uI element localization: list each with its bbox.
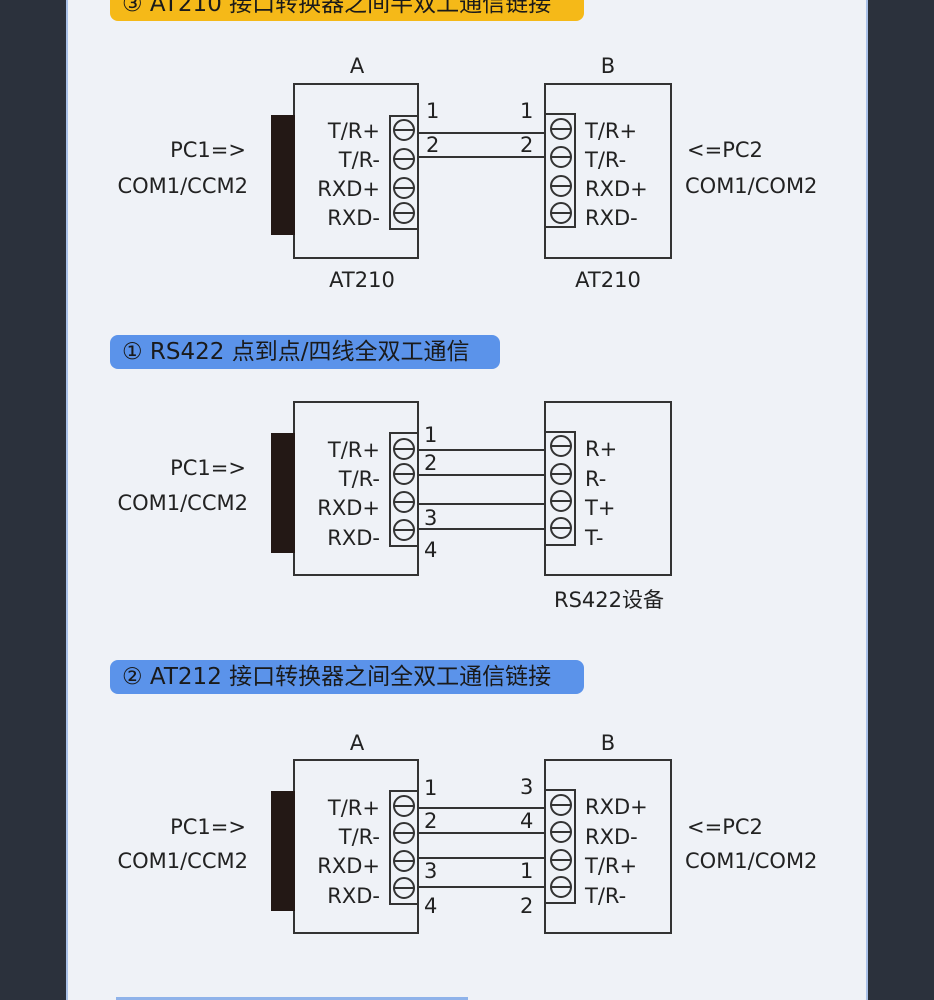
host-port-label: COM1/COM2 <box>685 174 817 198</box>
pin-label: R- <box>585 467 606 491</box>
wire-number: 4 <box>520 809 533 833</box>
host-port-label: COM1/CCM2 <box>117 849 248 873</box>
device-b-label: B <box>601 54 615 78</box>
device-b-label: B <box>601 731 615 755</box>
wire-number: 2 <box>424 809 437 833</box>
wire-number: 2 <box>520 133 533 157</box>
wire-number: 1 <box>426 99 439 123</box>
device-a-label: A <box>350 731 365 755</box>
terminal-screws <box>550 794 572 898</box>
db9-connector-icon <box>271 433 295 553</box>
pin-label: RXD+ <box>585 795 648 819</box>
pin-label: RXD- <box>327 206 380 230</box>
pin-label: RXD+ <box>317 177 380 201</box>
terminal-screws <box>393 795 415 899</box>
pin-label: T/R- <box>338 467 380 491</box>
pin-label: RXD- <box>585 825 638 849</box>
pin-label: R+ <box>585 437 617 461</box>
pin-label: T/R+ <box>327 796 380 820</box>
wire-number: 3 <box>424 506 437 530</box>
terminal-screws <box>393 119 415 224</box>
pin-label: RXD- <box>327 526 380 550</box>
wire-number: 3 <box>520 775 533 799</box>
pin-label: RXD- <box>327 884 380 908</box>
pin-label: RXD+ <box>585 177 648 201</box>
host-port-label: COM1/COM2 <box>685 849 817 873</box>
wire-number: 1 <box>424 776 437 800</box>
terminal-screws <box>550 118 572 224</box>
pin-label: T/R+ <box>584 854 637 878</box>
wire-number: 4 <box>424 894 437 918</box>
diagram-at210-half-duplex: A PC1=> COM1/CCM2 T/R+ T/R- RXD+ RXD- AT… <box>117 54 817 292</box>
diagram-rs422-four-wire: PC1=> COM1/CCM2 T/R+ T/R- RXD+ RXD- R+ R… <box>117 401 672 612</box>
pin-label: T/R- <box>338 825 380 849</box>
wire-number: 1 <box>520 99 533 123</box>
host-label-pc1: PC1=> <box>170 815 246 839</box>
pin-label: RXD+ <box>317 496 380 520</box>
wire-number: 1 <box>520 859 533 883</box>
wire-number: 1 <box>424 423 437 447</box>
terminal-screws <box>550 435 572 539</box>
device-model-label: RS422设备 <box>554 588 664 612</box>
pin-label: T/R+ <box>327 119 380 143</box>
pin-label: T/R+ <box>327 438 380 462</box>
pin-label: RXD+ <box>317 854 380 878</box>
host-port-label: COM1/CCM2 <box>117 491 248 515</box>
pin-label: T+ <box>584 496 615 520</box>
db9-connector-icon <box>271 791 295 911</box>
pin-label: T/R+ <box>584 119 637 143</box>
diagram-at212-full-duplex: A PC1=> COM1/CCM2 T/R+ T/R- RXD+ RXD- B … <box>117 731 817 934</box>
pin-label: RXD- <box>585 206 638 230</box>
section-badge-rs422-full-duplex: ① RS422 点到点/四线全双工通信 <box>110 335 500 369</box>
pin-label: T/R- <box>338 148 380 172</box>
device-a-label: A <box>350 54 365 78</box>
db9-connector-icon <box>271 115 295 235</box>
pin-label: T/R- <box>584 148 626 172</box>
device-model-label: AT210 <box>575 268 641 292</box>
host-label-pc2: <=PC2 <box>687 815 763 839</box>
terminal-screws <box>393 438 415 541</box>
next-section-badge-edge <box>116 997 468 1000</box>
section-badge-at212-full-duplex: ② AT212 接口转换器之间全双工通信链接 <box>110 660 584 694</box>
wire-number: 3 <box>424 859 437 883</box>
host-port-label: COM1/CCM2 <box>117 174 248 198</box>
host-label-pc2: <=PC2 <box>687 138 763 162</box>
wire-number: 2 <box>426 133 439 157</box>
pin-label: T- <box>584 526 603 550</box>
section-badge-at210-half-duplex: ③ AT210 接口转换器之间半双工通信链接 <box>110 0 584 21</box>
host-label-pc1: PC1=> <box>170 138 246 162</box>
wire-number: 2 <box>520 894 533 918</box>
host-label-pc1: PC1=> <box>170 456 246 480</box>
pin-label: T/R- <box>584 884 626 908</box>
wire-number: 4 <box>424 538 437 562</box>
wire-number: 2 <box>424 451 437 475</box>
device-model-label: AT210 <box>329 268 395 292</box>
